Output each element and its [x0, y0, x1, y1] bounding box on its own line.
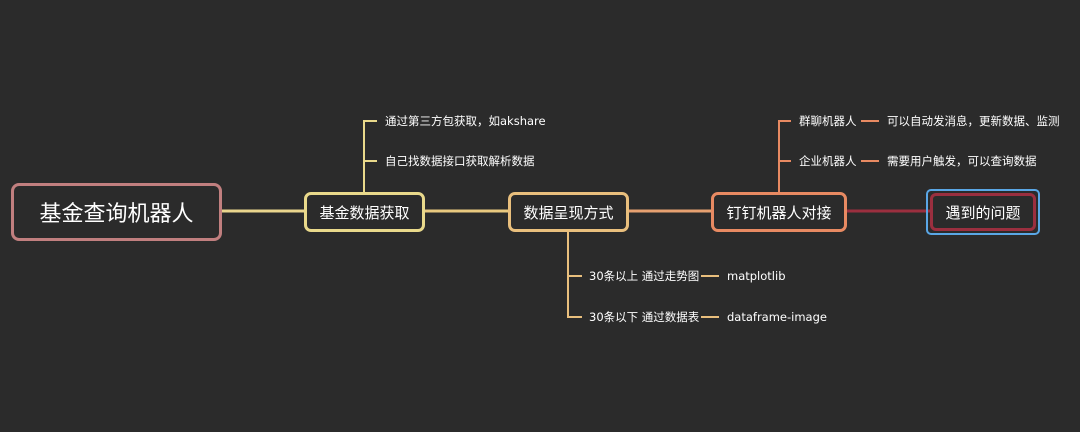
- leaf-enterprise-bot[interactable]: 企业机器人: [799, 154, 857, 168]
- leaf-third-party-package[interactable]: 通过第三方包获取，如akshare: [385, 114, 546, 128]
- branch-node-presentation[interactable]: 数据呈现方式: [508, 192, 629, 232]
- leaf-dataframe-image[interactable]: dataframe-image: [727, 310, 827, 324]
- branch-node-issues[interactable]: 遇到的问题: [930, 193, 1036, 231]
- branch-node-data-fetch-label: 基金数据获取: [319, 203, 410, 222]
- leaf-trend-chart[interactable]: 30条以上 通过走势图: [589, 269, 700, 283]
- branch-node-presentation-label: 数据呈现方式: [523, 203, 614, 222]
- connector-fetch-children: [363, 120, 377, 192]
- connector-present-children: [567, 232, 582, 318]
- branch-node-dingtalk-label: 钉钉机器人对接: [726, 203, 832, 222]
- leaf-custom-api[interactable]: 自己找数据接口获取解析数据: [385, 154, 535, 168]
- root-node[interactable]: 基金查询机器人: [11, 183, 222, 241]
- connector-ding-children: [778, 120, 791, 192]
- leaf-matplotlib[interactable]: matplotlib: [727, 269, 786, 283]
- leaf-data-table[interactable]: 30条以下 通过数据表: [589, 310, 700, 324]
- leaf-enterprise-bot-detail[interactable]: 需要用户触发，可以查询数据: [887, 154, 1037, 168]
- branch-node-data-fetch[interactable]: 基金数据获取: [304, 192, 425, 232]
- branch-node-dingtalk[interactable]: 钉钉机器人对接: [711, 192, 847, 232]
- root-node-label: 基金查询机器人: [39, 202, 194, 227]
- leaf-group-bot[interactable]: 群聊机器人: [799, 114, 857, 128]
- branch-node-issues-label: 遇到的问题: [945, 203, 1021, 222]
- leaf-group-bot-detail[interactable]: 可以自动发消息，更新数据、监测: [887, 114, 1060, 128]
- selection-outline: [926, 189, 1040, 235]
